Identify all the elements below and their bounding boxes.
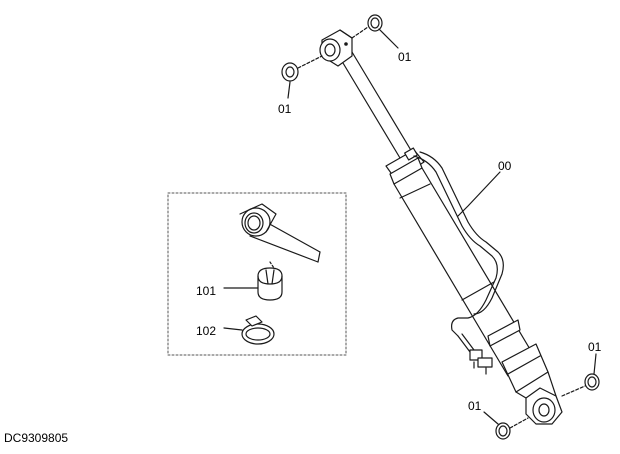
callout-washer-bottom-left: 01 [468,399,482,413]
drawing-code: DC9309805 [4,431,69,445]
bottom-eye [515,371,563,425]
callout-clamp: 102 [196,324,217,338]
washer-top-left [281,55,323,99]
clamp [223,315,275,345]
hydraulic-cylinder [319,29,563,425]
callout-washer-bottom-right: 01 [588,340,602,354]
detail-inset [167,192,347,356]
washer-top-right [351,14,399,49]
callout-bushing: 101 [196,284,217,298]
bushing [223,261,283,301]
washer-bottom-right [561,353,600,397]
washer-bottom-left [483,411,529,440]
callout-cylinder-assembly: 00 [498,159,512,173]
hydraulic-pipe [413,151,521,353]
callout-washer-top-right: 01 [398,50,412,64]
top-rod-eye [319,29,353,67]
callout-washer-top-left: 01 [278,102,292,116]
pipe-fitting [469,349,493,375]
leader-00 [457,171,501,217]
cylinder-head [385,147,425,185]
